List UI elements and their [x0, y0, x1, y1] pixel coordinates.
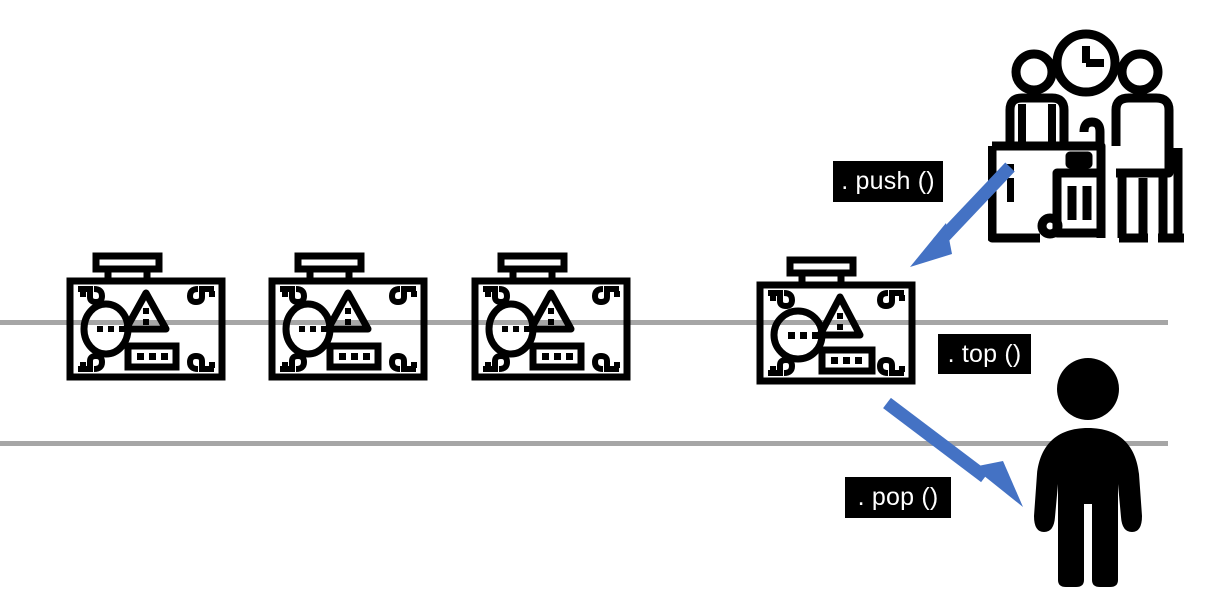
suitcase-icon-4-top-of-stack: [756, 256, 916, 385]
suitcase-icon-2: [268, 252, 428, 381]
upper-rail-line: [0, 320, 1168, 325]
push-arrow: [910, 162, 1015, 267]
push-method-label: . push (): [833, 161, 943, 202]
top-method-label: . top (): [938, 334, 1031, 374]
pop-arrow: [883, 397, 1023, 507]
info-stem: [1007, 178, 1014, 202]
clock-icon: [1052, 29, 1120, 97]
lower-rail-line: [0, 441, 1168, 446]
suitcase-icon-3: [471, 252, 631, 381]
pop-method-label: . pop (): [845, 477, 951, 518]
person-icon: [1034, 358, 1142, 587]
suitcase-icon-1: [66, 252, 226, 381]
